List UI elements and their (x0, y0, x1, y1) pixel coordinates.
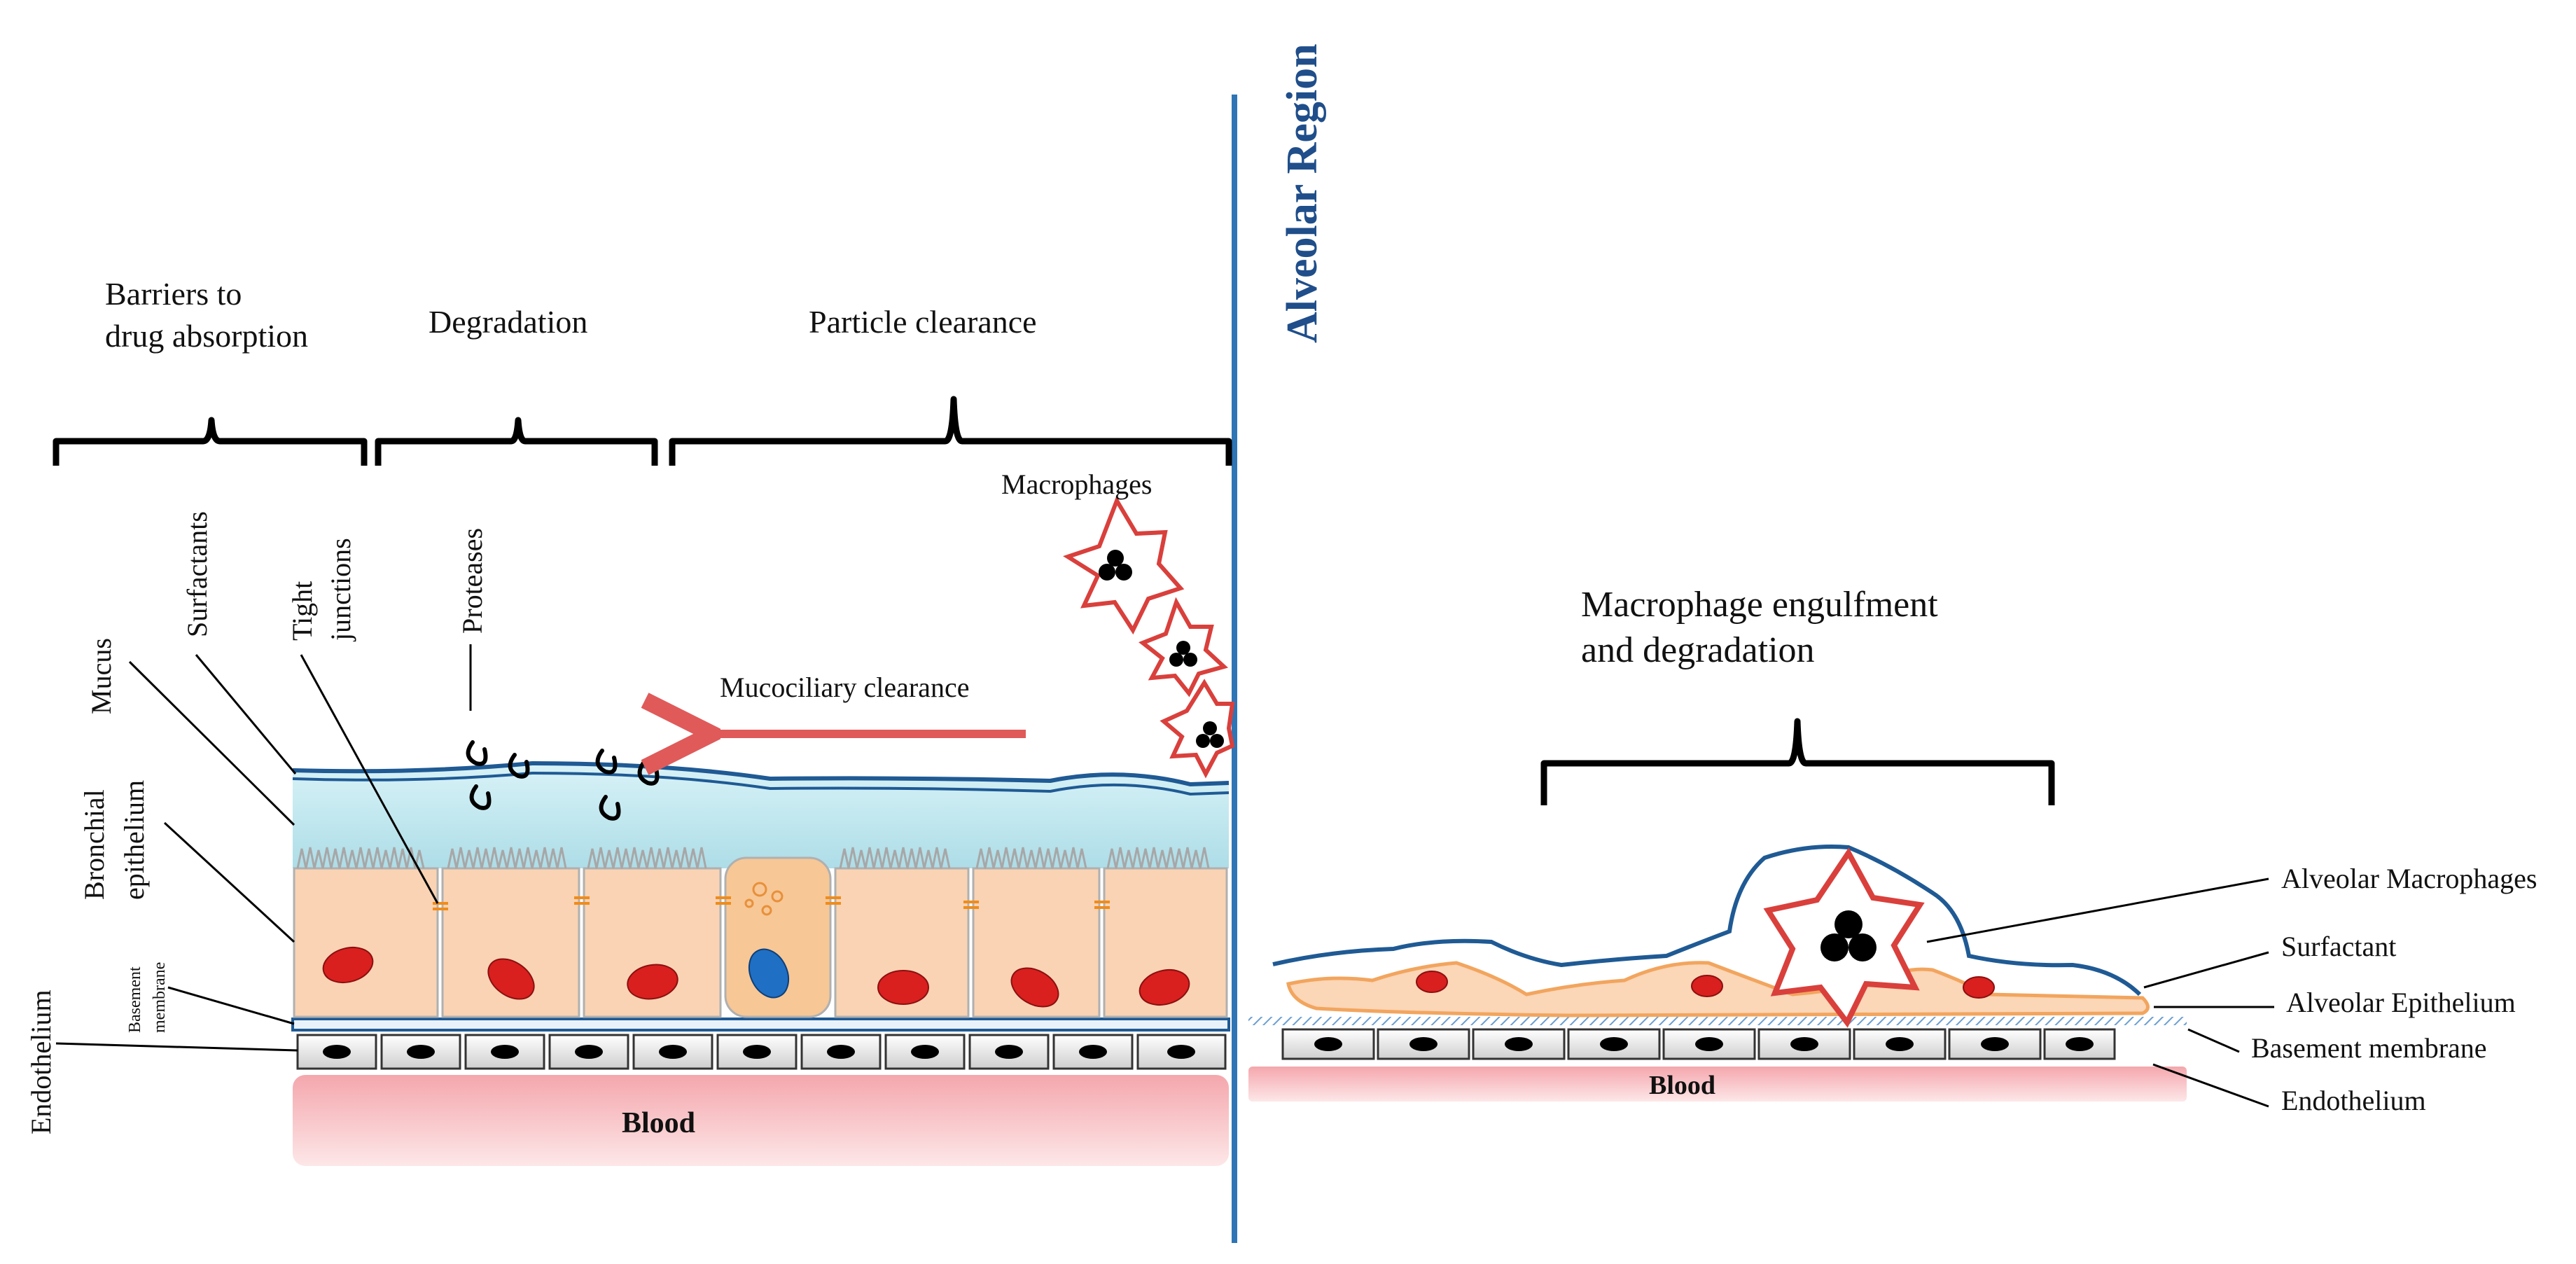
mucus-label: Mucus (85, 638, 117, 714)
endothelial-cell-icon (296, 1034, 377, 1070)
alveolar-macrophages-label: Alveolar Macrophages (2281, 863, 2537, 894)
endothelial-cell-icon (1662, 1028, 1756, 1060)
basement-membrane-label-line2: membrane (151, 962, 169, 1033)
bronchial-epithelium-label-line1: Bronchial (78, 789, 110, 900)
endothelial-cell-icon (380, 1034, 461, 1070)
macrophage-icon (1139, 597, 1228, 697)
engulfment-header-line2: and degradation (1581, 630, 1815, 670)
alveolar-macrophage-icon (1763, 847, 1925, 1028)
alveolar-region-title: Alveolar Region (1279, 43, 1326, 343)
alveolar-blood-label: Blood (1649, 1071, 1715, 1100)
endothelial-cell-icon (1948, 1028, 2042, 1060)
bronchial-endothelium (296, 1034, 1227, 1070)
brace-icon (375, 417, 658, 466)
basement-membrane-label: Basement membrane (2251, 1032, 2487, 1064)
alveolar-basement-membrane (1248, 1017, 2187, 1025)
bronchial-epithelium-label-line2: epithelium (118, 780, 150, 900)
endothelial-cell-icon (2043, 1028, 2116, 1060)
endothelial-cell-icon (548, 1034, 629, 1070)
endothelial-cell-icon (716, 1034, 798, 1070)
endothelial-cell-icon (464, 1034, 545, 1070)
endothelium-label-bronchial: Endothelium (25, 989, 57, 1134)
epithelial-cell (293, 867, 439, 1018)
bronchial-basement-membrane (291, 1018, 1230, 1032)
endothelial-cell-icon (1757, 1028, 1851, 1060)
alveolar-surfactant (1272, 845, 2142, 996)
leader-lines-alveolar (1926, 877, 2274, 1108)
brace-icon (1540, 718, 2055, 805)
barriers-header-line1: Barriers to (105, 276, 242, 312)
endothelial-cell-icon (1377, 1028, 1470, 1060)
macrophage-icon (1160, 679, 1235, 779)
macrophage-icon (1063, 496, 1185, 635)
protease-icon (466, 740, 660, 821)
alveolar-epithelium-label: Alveolar Epithelium (2286, 987, 2516, 1018)
cilia (296, 847, 1210, 869)
degradation-header: Degradation (429, 304, 587, 340)
endothelial-cell-icon (884, 1034, 966, 1070)
mucus-surface-line (292, 761, 1230, 787)
tight-junctions-label-line1: Tight (286, 581, 318, 641)
tight-junctions-label-line2: junctions (325, 538, 356, 642)
endothelial-cell-icon (1052, 1034, 1134, 1070)
engulfment-header-line1: Macrophage engulfment (1581, 585, 1938, 625)
mucociliary-label: Mucociliary clearance (720, 672, 969, 703)
endothelial-cell-icon (1567, 1028, 1661, 1060)
tight-junctions (433, 896, 1110, 910)
brace-icon (669, 396, 1232, 466)
goblet-vesicles (744, 882, 784, 916)
endothelial-cell-icon (632, 1034, 713, 1070)
endothelial-cell-icon (1472, 1028, 1566, 1060)
bronchial-blood-label: Blood (622, 1107, 695, 1139)
endothelial-cell-icon (1136, 1034, 1227, 1070)
endothelial-cell-icon (968, 1034, 1050, 1070)
alveolar-blood (1248, 1067, 2187, 1102)
endothelial-cell-icon (800, 1034, 882, 1070)
endothelial-cell-icon (1281, 1028, 1375, 1060)
endothelial-cell-icon (1853, 1028, 1947, 1060)
barriers-header-line2: drug absorption (105, 318, 308, 354)
macrophages-label: Macrophages (1001, 468, 1152, 500)
bronchial-blood (293, 1075, 1229, 1166)
proteases-label: Proteases (457, 528, 488, 634)
bronchial-epithelium (293, 856, 1228, 1018)
particle-clearance-header: Particle clearance (809, 304, 1037, 340)
surfactant-label: Surfactant (2281, 931, 2396, 962)
nuclei (322, 947, 1190, 1008)
leader-lines-bronchial (55, 644, 472, 1052)
alveolar-nuclei (1416, 971, 1995, 999)
endothelium-label-alveolar: Endothelium (2281, 1085, 2426, 1116)
goblet-nucleus (748, 948, 790, 999)
surfactant-surface-line (292, 771, 1230, 796)
alveolar-endothelium (1281, 1028, 2116, 1060)
surfactants-label: Surfactants (181, 511, 213, 637)
epithelial-cell (834, 867, 970, 1018)
basement-membrane-label-line1: Basement (126, 966, 144, 1033)
brace-icon (53, 417, 368, 466)
